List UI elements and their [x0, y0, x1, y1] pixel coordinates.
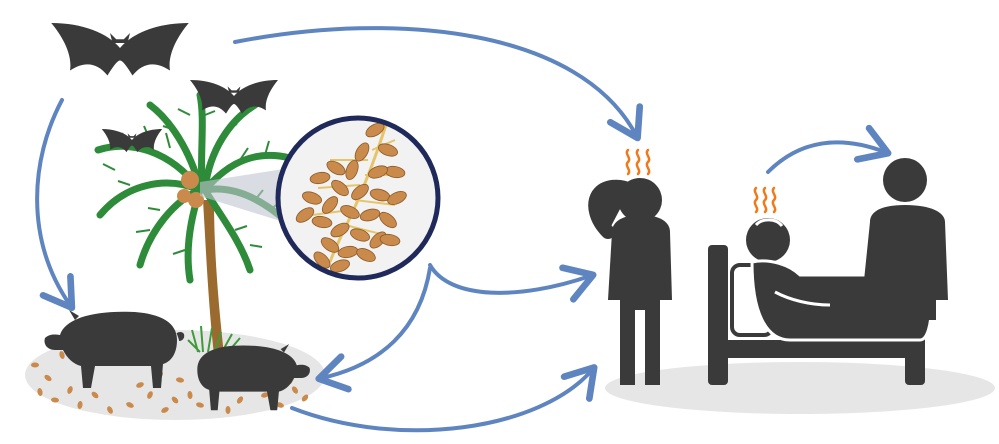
human-ground-shadow [605, 362, 995, 414]
sick-person-icon [595, 178, 672, 385]
arrow-patient-to-caregiver [768, 142, 885, 172]
arrow-pigs-to-sick-person [292, 370, 592, 430]
fever-heat-icon [627, 150, 649, 174]
arrow-dates-to-pigs [322, 268, 430, 378]
arrow-bats-to-pigs [37, 100, 70, 305]
bat-icon [190, 80, 278, 114]
arrow-bats-to-sick-person [235, 28, 636, 135]
bat-icon [51, 23, 189, 76]
fallen-date [31, 363, 39, 368]
arrow-dates-to-sick-person [430, 265, 590, 293]
caregiver-icon [862, 158, 948, 320]
date-cluster-zoom [278, 95, 438, 278]
fever-heat-icon [755, 188, 775, 212]
